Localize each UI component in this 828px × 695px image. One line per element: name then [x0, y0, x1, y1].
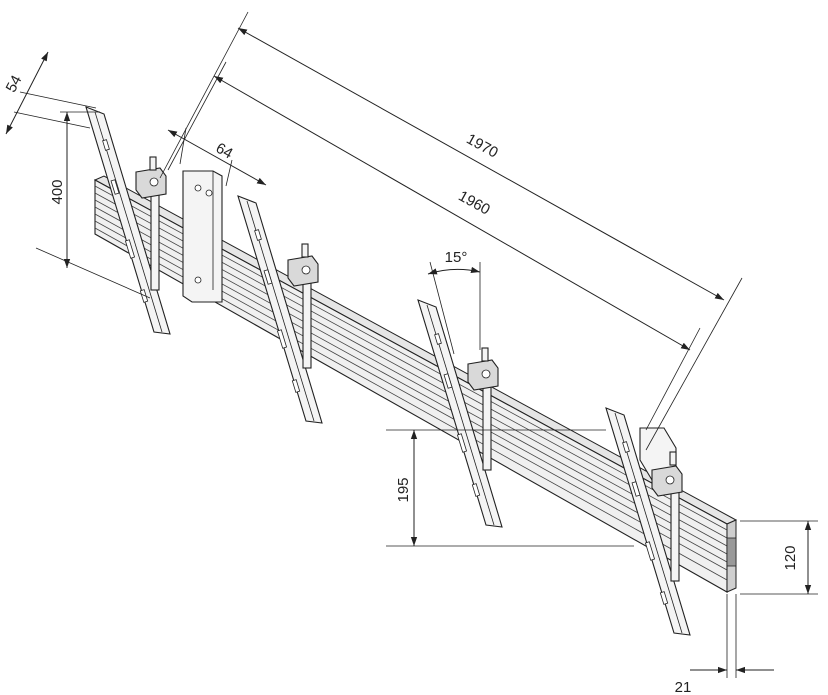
- dim-120-label: 120: [782, 545, 799, 570]
- end-cap: [726, 537, 737, 567]
- dim-15-label: 15°: [445, 249, 468, 266]
- dim-21: 21: [675, 594, 774, 695]
- dim-54-label: 54: [3, 73, 26, 96]
- dim-1960-label: 1960: [455, 188, 492, 219]
- dim-15-degrees: 15°: [427, 249, 481, 355]
- dim-64-label: 64: [213, 140, 236, 163]
- tilt-bracket-4: [605, 407, 691, 636]
- dim-400-label: 400: [49, 179, 66, 204]
- dim-54: 54: [3, 51, 97, 135]
- dim-195: 195: [386, 429, 634, 547]
- dim-120: 120: [740, 520, 818, 595]
- dim-195-label: 195: [395, 477, 412, 502]
- wall-plate: [182, 170, 223, 303]
- dim-64: 64: [167, 127, 267, 187]
- dim-400: 400: [35, 111, 151, 299]
- dim-21-label: 21: [675, 679, 692, 695]
